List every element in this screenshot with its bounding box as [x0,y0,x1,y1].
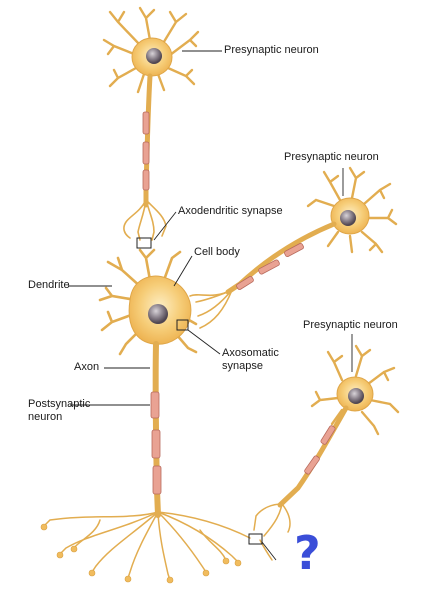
question-mark: ? [294,530,321,576]
label-dendrite: Dendrite [28,279,70,292]
label-axosomatic-line2: synapse [222,360,279,373]
right-neuron-myelin [236,243,304,291]
right-neuron-nucleus [340,210,356,226]
label-cell-body: Cell body [194,246,240,259]
right-neuron-terminals [190,290,232,328]
postsynaptic-nucleus [148,304,168,324]
top-neuron-nucleus [146,48,162,64]
lower-neuron-terminals [254,504,290,560]
leader-lines [68,51,352,560]
label-postsynaptic-neuron: Postsynaptic neuron [28,398,90,424]
label-presynaptic-right: Presynaptic neuron [284,151,379,164]
unknown-synapse-box [249,534,262,544]
label-postsynaptic-line1: Postsynaptic [28,398,90,411]
top-neuron-myelin [143,112,149,190]
label-postsynaptic-line2: neuron [28,411,90,424]
lower-neuron-nucleus [348,388,364,404]
label-presynaptic-lower: Presynaptic neuron [303,319,398,332]
label-axodendritic-synapse: Axodendritic synapse [178,205,283,218]
postsynaptic-myelin [151,392,161,494]
top-neuron-terminals [124,200,166,240]
label-axosomatic-line1: Axosomatic [222,347,279,360]
label-axosomatic-synapse: Axosomatic synapse [222,347,279,373]
lower-neuron-axon [280,408,346,505]
postsynaptic-terminal-bulbs [41,524,241,583]
label-presynaptic-top: Presynaptic neuron [224,44,319,57]
label-axon: Axon [74,361,99,374]
lower-presynaptic-neuron [254,346,398,560]
